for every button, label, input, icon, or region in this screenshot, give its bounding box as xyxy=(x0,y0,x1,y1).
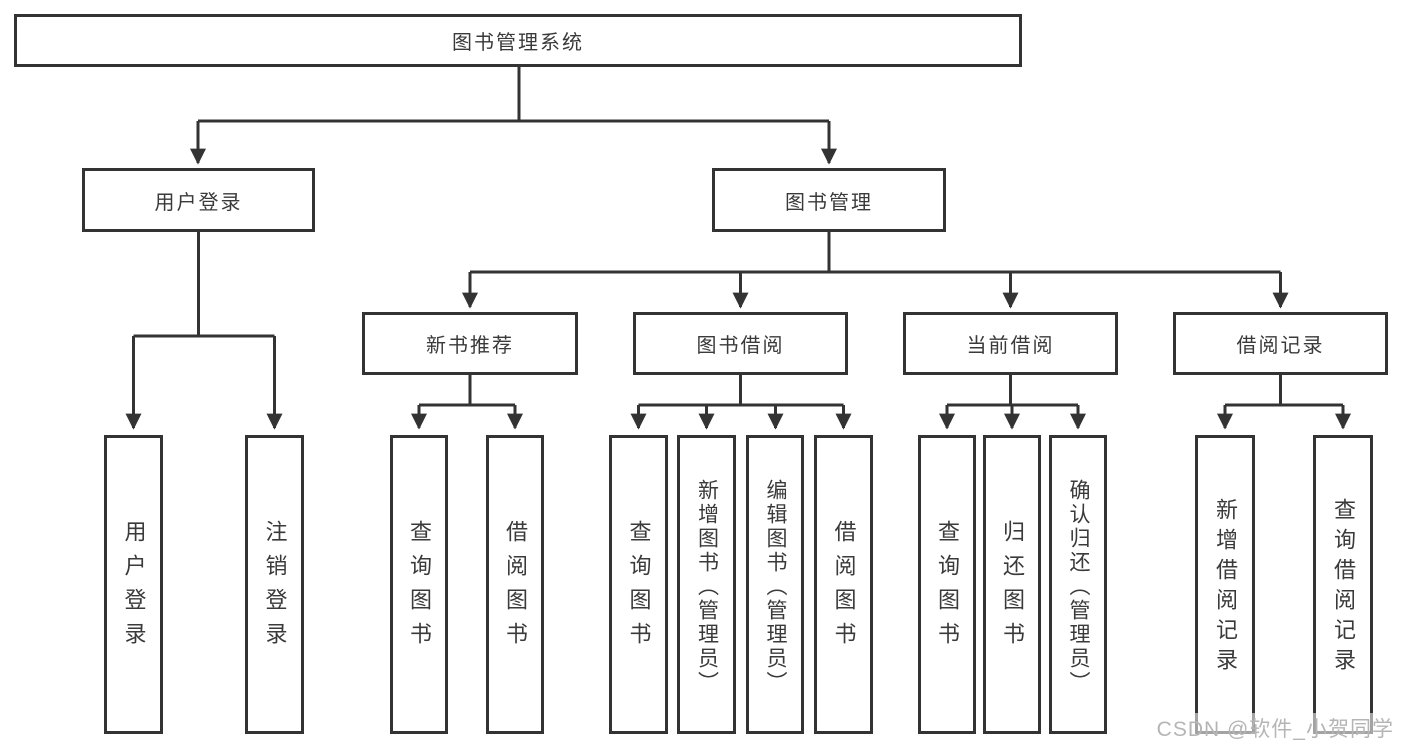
leaf-user-login: 用户登录 xyxy=(104,435,163,734)
leaf-query-books-current: 查询图书 xyxy=(918,435,976,734)
leaf-query-borrow-record: 查询借阅记录 xyxy=(1313,435,1373,734)
leaf-add-books-admin: 新增图书（管理员） xyxy=(677,435,736,734)
leaf-return-books: 归还图书 xyxy=(983,435,1041,734)
leaf-borrow-books-recommend: 借阅图书 xyxy=(486,435,544,734)
csdn-watermark: CSDN @软件_小贺同学 xyxy=(1154,713,1396,743)
leaf-confirm-return-admin: 确认归还（管理员） xyxy=(1049,435,1107,734)
leaf-add-borrow-record: 新增借阅记录 xyxy=(1195,435,1255,734)
leaf-query-books-recommend: 查询图书 xyxy=(390,435,448,734)
node-library-management-system: 图书管理系统 xyxy=(14,14,1022,67)
leaf-borrow-books-borrowing: 借阅图书 xyxy=(814,435,873,734)
node-new-book-recommendation: 新书推荐 xyxy=(362,312,578,375)
node-book-management: 图书管理 xyxy=(712,168,946,232)
leaf-query-books-borrowing: 查询图书 xyxy=(609,435,668,734)
node-user-login-branch: 用户登录 xyxy=(82,168,315,232)
node-book-borrowing: 图书借阅 xyxy=(633,312,848,375)
leaf-logout: 注销登录 xyxy=(245,435,304,734)
node-current-borrowing: 当前借阅 xyxy=(903,312,1118,375)
leaf-edit-books-admin: 编辑图书（管理员） xyxy=(746,435,804,734)
node-borrowing-records: 借阅记录 xyxy=(1173,312,1388,375)
